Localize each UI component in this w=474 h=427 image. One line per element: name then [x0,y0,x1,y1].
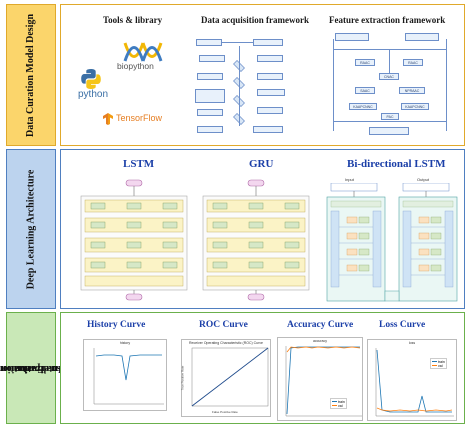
flow-node [257,73,283,80]
feature-node: KAAPCNNC [349,103,377,110]
section-label-deep-learning: Deep Learning Architecture [6,149,56,309]
history-heading: History Curve [87,320,146,330]
evaluation-panel: History Curve ROC Curve Accuracy Curve L… [60,312,465,424]
accuracy-val-line [286,346,361,353]
section-deep-learning: Deep Learning Architecture LSTM GRU Bi-d… [6,149,465,309]
acquisition-flowchart [191,31,301,141]
flow-node [405,33,439,41]
flow-node [335,33,369,41]
loss-chart-title: loss [408,341,416,345]
accuracy-heading: Accuracy Curve [287,320,354,330]
roc-chart-title: Receiver Operating Characteristic (ROC) … [189,341,263,345]
flow-node [253,39,283,46]
section-label-data-curation: Data Curation Model Design [6,4,56,146]
gru-heading: GRU [249,158,274,170]
accuracy-legend: train val [330,398,347,409]
section-evaluation: Evaluation Interpretation Visualization … [0,312,465,424]
flow-arrow [333,121,446,122]
flow-arrow [389,49,390,73]
flow-arrow [446,39,447,131]
legend-item: train [332,399,345,404]
biopython-logo-icon [123,42,163,62]
flow-arrow [239,46,240,126]
accuracy-chart-title: accuracy [312,339,327,343]
flow-node [197,126,223,133]
tensorflow-label: TensorFlow [116,113,163,123]
feature-node: CNAC [379,73,399,80]
feature-node: RAAC [403,59,423,66]
gru-diagram [202,179,310,301]
legend-item: train [432,359,445,364]
history-chart: history [83,339,167,411]
legend-item: val [332,403,343,408]
section-label-text: Deep Learning Architecture [25,169,37,289]
bilstm-heading: Bi-directional LSTM [347,158,446,170]
feature-node: SAAC [355,87,375,94]
tensorflow-logo-icon [103,113,113,125]
roc-xlabel: False Positive Rate [212,410,238,414]
accuracy-plot [285,346,362,417]
bilstm-input-label: Input [345,177,354,182]
loss-heading: Loss Curve [379,320,426,330]
loss-chart: loss train val [367,339,457,421]
history-series-line [95,354,162,381]
flow-node [195,89,225,103]
bilstm-output-label: Output [417,177,430,182]
loss-legend: train val [430,358,447,369]
acquisition-heading: Data acquisition framework [201,15,309,25]
flow-node [197,73,223,80]
bilstm-diagram [326,183,458,302]
loss-val-line [376,407,453,412]
accuracy-chart: accuracy train val [277,337,363,421]
history-chart-title: history [119,341,131,345]
flow-node [196,39,222,46]
python-logo-icon [81,69,101,89]
feature-node: NPRAAC [399,87,425,94]
lstm-heading: LSTM [123,158,155,170]
python-label: python [78,89,109,100]
roc-plot [191,347,269,407]
loss-plot [375,348,454,417]
feature-flowchart: RAAC RAAC CNAC SAAC NPRAAC KAAPCNNC PAC … [329,29,454,143]
roc-chart: Receiver Operating Characteristic (ROC) … [180,339,271,417]
feature-heading: Feature extraction framework [329,15,446,25]
roc-ylabel: True Positive Rate [180,365,185,391]
flow-node [257,55,283,62]
flow-node [369,127,409,135]
feature-node: RAAC [355,59,375,66]
legend-item: val [432,363,443,368]
deep-learning-panel: LSTM GRU Bi-directional LSTM [60,149,465,309]
section-label-evaluation: Evaluation Interpretation Visualization [0,312,70,424]
data-curation-panel: Tools & library Data acquisition framewo… [60,4,465,146]
history-plot [93,348,164,405]
flow-node [257,107,283,114]
roc-curve-line [191,347,269,407]
flow-node [197,109,223,116]
section-data-curation: Data Curation Model Design Tools & libra… [6,4,465,146]
section-label-text: Evaluation Interpretation Visualization [0,338,70,399]
lstm-diagram [80,179,188,301]
flow-arrow [333,39,334,131]
flow-node [253,126,283,133]
feature-node: KAAPCNNC [401,103,429,110]
section-label-text: Data Curation Model Design [25,13,37,137]
biopython-label: biopython [117,61,154,71]
loss-train-line [376,349,452,413]
feature-node: PAC [381,113,399,120]
roc-heading: ROC Curve [199,320,248,330]
flow-node [199,55,225,62]
accuracy-train-line [286,346,360,415]
flow-node [257,89,285,96]
tools-heading: Tools & library [103,15,163,25]
flow-arrow [222,42,253,43]
